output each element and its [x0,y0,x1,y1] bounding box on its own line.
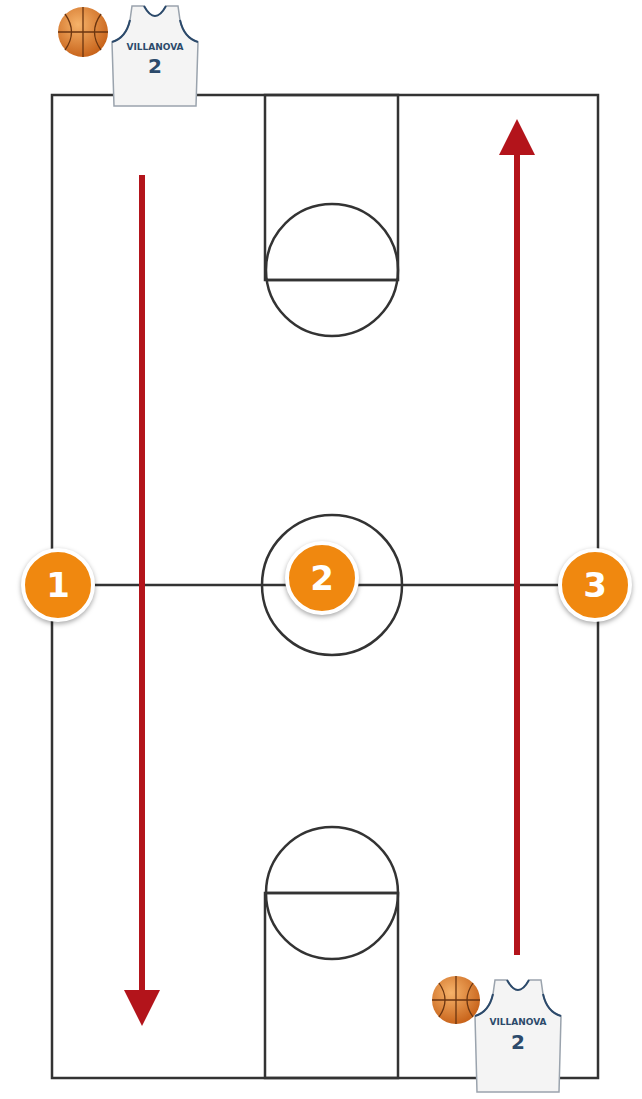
basketball [432,976,480,1024]
callout-number: 1 [46,568,70,602]
callout-number: 2 [310,561,334,595]
callout-number: 3 [583,568,607,602]
callout-circle: 1 [21,548,95,622]
callout-circle: 3 [558,548,632,622]
callout-circle: 2 [285,541,359,615]
jersey-name: VILLANOVA [126,43,183,52]
jersey-number: 2 [148,56,162,76]
jersey [112,6,198,106]
court-lines [52,95,598,1078]
jersey-number: 2 [511,1032,525,1052]
basketball [58,7,108,57]
jersey-name: VILLANOVA [489,1018,546,1027]
movement-arrows [124,119,535,1026]
jersey [475,980,561,1092]
